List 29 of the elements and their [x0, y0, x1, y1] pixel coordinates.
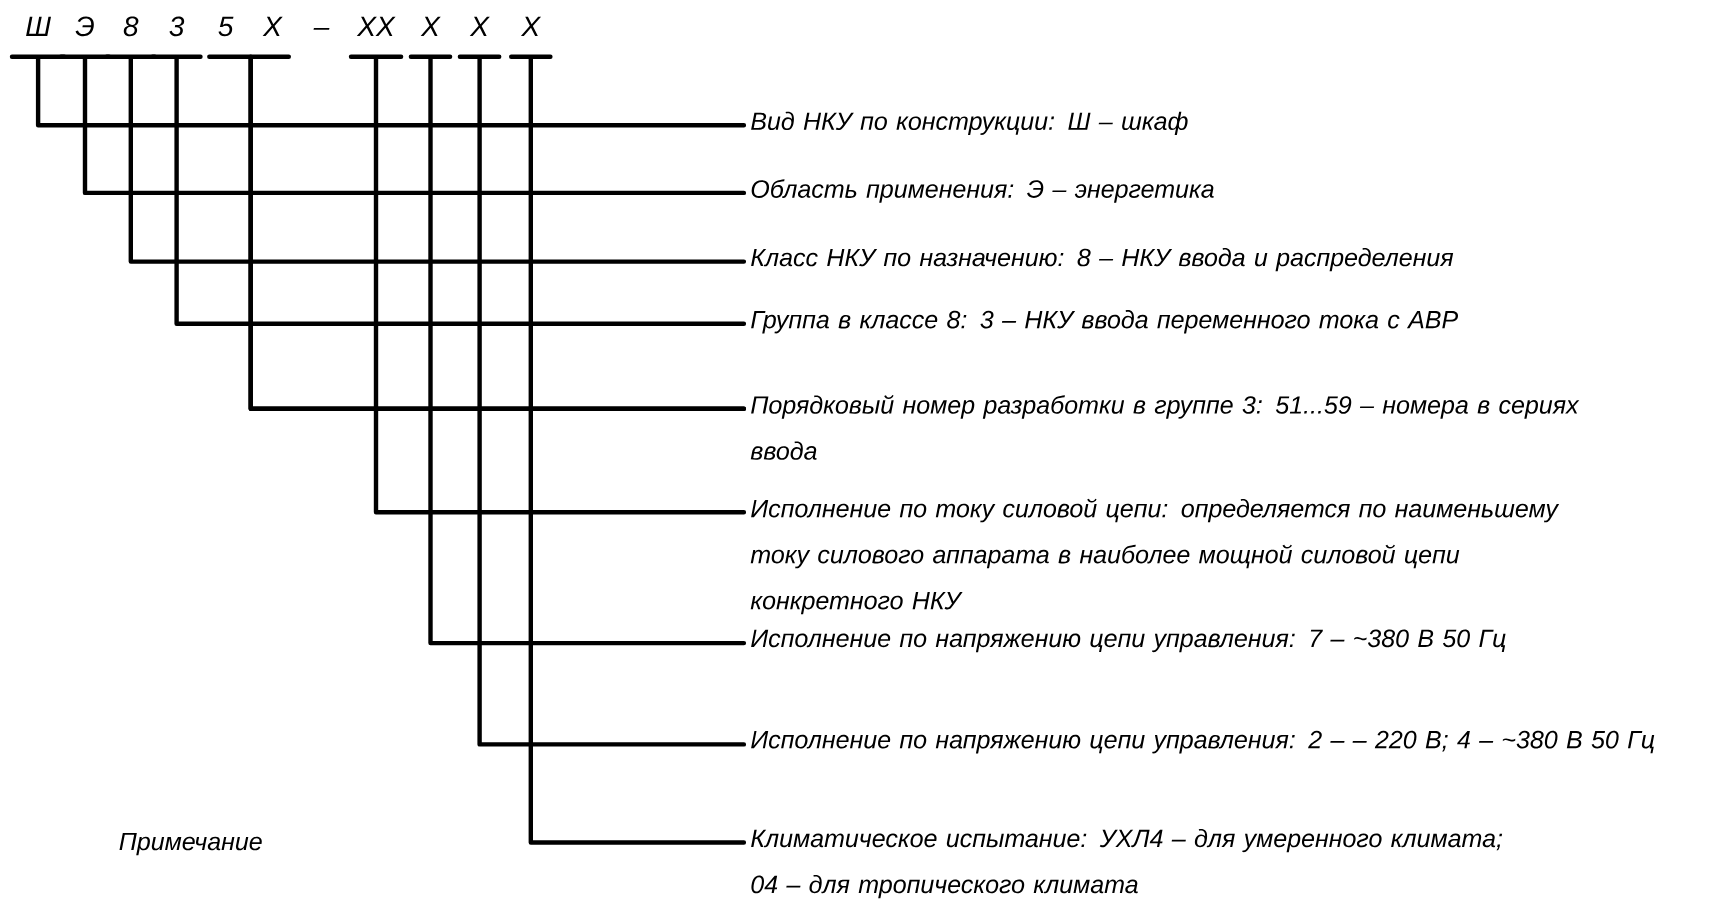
connector-line [58, 54, 747, 196]
code-letter: X [262, 16, 283, 36]
connector-line [150, 54, 747, 326]
connector-line [509, 54, 747, 845]
note-label: Примечание [119, 832, 262, 856]
connector-line [457, 54, 747, 747]
description-text: Класс НКУ по назначению: 8 – НКУ ввода и распределения [751, 248, 1454, 272]
description-text: Климатическое испытание: УХЛ4 – для умеренного климата; 04 – для тропического климата [751, 828, 1503, 899]
code-letter: 3 [169, 16, 185, 37]
description-text: Область применения: Э – энергетика [751, 179, 1214, 203]
code-letter: 8 [123, 16, 139, 37]
connector-line [9, 54, 747, 128]
description-text: Вид НКУ по конструкции: Ш – шкаф [751, 111, 1188, 135]
description-text: Группа в классе 8: 3 – НКУ ввода переменного тока с АВР [751, 310, 1458, 334]
code-letter: Ш [26, 16, 51, 36]
description-text: Порядковый номер разработки в группе 3: 51...59 – номера в сериях ввода [750, 395, 1580, 460]
description-text: Исполнение по току силовой цепи: определяется по наименьшему току силового аппарата в наиболее мощной силовой цепи конкретного НКУ [750, 498, 1560, 615]
code-letter: XX [356, 16, 396, 36]
code-letter: 5 [218, 16, 234, 37]
connector-line [104, 54, 747, 264]
code-letter: Э [75, 16, 94, 37]
connector-line [408, 54, 747, 646]
code-letter: X [469, 16, 490, 36]
separator-dash: – [313, 27, 330, 30]
code-letter: X [420, 16, 441, 36]
connector-line [348, 54, 747, 515]
code-letter: X [520, 16, 542, 36]
description-text: Исполнение по напряжению цепи управления: 7 – ~380 В 50 Гц [751, 629, 1506, 653]
description-text: Исполнение по напряжению цепи управления: 2 – – 220 В; 4 – ~380 В 50 Гц [751, 730, 1655, 754]
